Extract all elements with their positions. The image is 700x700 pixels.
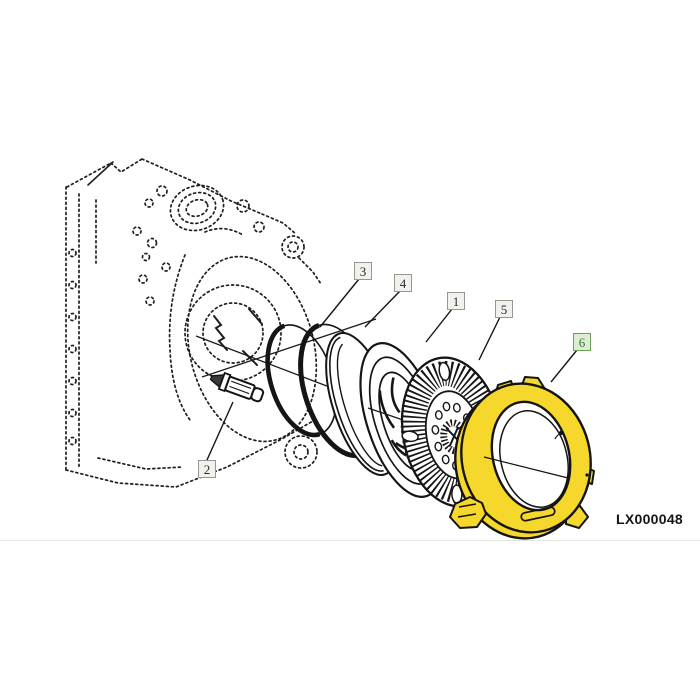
figure-code: LX000048 <box>616 511 684 527</box>
leader-1 <box>425 308 453 343</box>
leader-6 <box>550 349 578 383</box>
callout-6-label: 6 <box>578 334 586 350</box>
leader-5 <box>478 316 501 361</box>
callout-1[interactable]: 1 <box>447 292 465 310</box>
leader-4 <box>364 290 401 328</box>
leader-3 <box>319 278 360 328</box>
leader-2 <box>206 401 234 461</box>
callout-1-label: 1 <box>452 293 460 309</box>
callout-4[interactable]: 4 <box>394 274 412 292</box>
callout-2[interactable]: 2 <box>198 460 216 478</box>
callout-4-label: 4 <box>399 275 407 291</box>
axis-guide-lines <box>195 318 377 389</box>
axis-segment-plate <box>483 456 569 479</box>
leader-lines <box>206 278 578 461</box>
callout-3[interactable]: 3 <box>354 262 372 280</box>
housing-solid-details <box>87 161 263 366</box>
callout-6[interactable]: 6 <box>573 333 591 351</box>
plate-bore-lip <box>499 410 569 508</box>
callout-2-label: 2 <box>203 461 211 477</box>
housing-art <box>65 158 322 488</box>
pressure-plate-part-6[interactable] <box>440 370 606 553</box>
plate-slot <box>520 506 556 522</box>
callout-5-label: 5 <box>500 301 508 317</box>
callout-3-label: 3 <box>359 263 367 279</box>
callout-5[interactable]: 5 <box>495 300 513 318</box>
page-divider <box>0 540 700 541</box>
plate-bottom-left-lug <box>449 496 487 529</box>
bleed-screw-part-2 <box>209 371 265 403</box>
axis-segment-drum <box>367 407 407 422</box>
